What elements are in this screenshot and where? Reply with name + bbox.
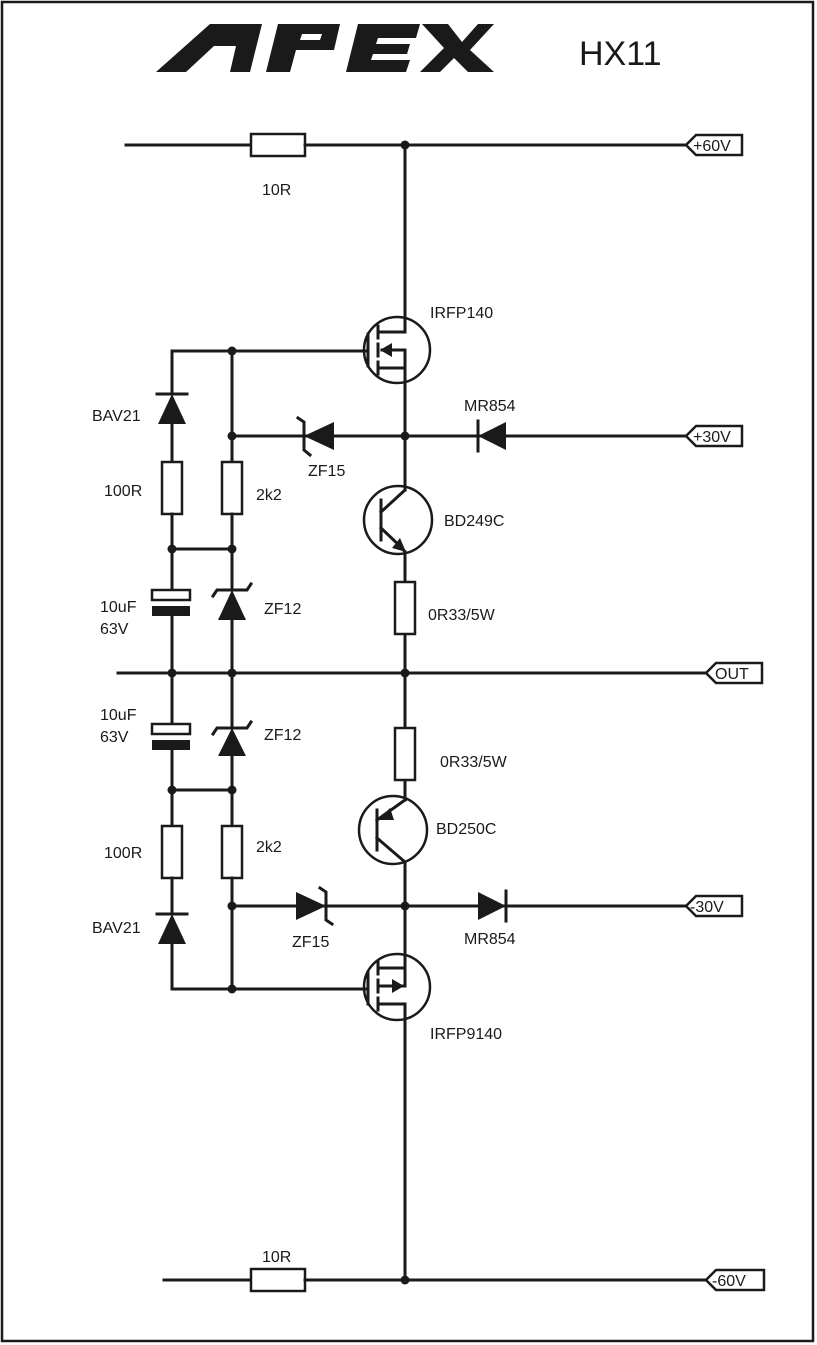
label-d-bav21-bottom: BAV21 [92,920,141,937]
label-z-zf12-bottom: ZF12 [264,727,301,744]
diode-mr854-bottom [478,889,508,923]
svg-text:+60V: +60V [693,138,731,155]
label-d-bav21-top: BAV21 [92,408,141,425]
transistor-bd250c [357,794,429,866]
junction [400,1275,410,1285]
resistor-0r33-bottom [393,726,417,782]
port-plus-30v: +30V [684,424,744,448]
resistor-2k2-bottom [220,824,244,880]
mosfet-irfp9140 [230,952,432,1022]
label-r-top: 10R [262,182,291,199]
diode-mr854-top [476,419,506,453]
svg-text:OUT: OUT [715,666,749,683]
junction [400,901,410,911]
label-re-top: 0R33/5W [428,607,496,624]
resistor-100r-top [160,460,184,516]
svg-text:-60V: -60V [712,1273,746,1290]
zener-zf12-top [210,581,254,620]
junction [400,140,410,150]
label-d-mr854-top: MR854 [464,398,516,415]
label-q-npn: BD249C [444,513,504,530]
port-out: OUT [704,661,764,685]
label-c-bottom-value: 10uF [100,707,137,724]
resistor-0r33-top [393,580,417,636]
junction [400,431,410,441]
apex-logo [156,24,494,72]
svg-text:+30V: +30V [693,429,731,446]
capacitor-10uf-bottom [150,722,192,750]
label-r-bottom: 10R [262,1249,291,1266]
junction [227,785,237,795]
svg-text:-30V: -30V [690,899,724,916]
label-re-bottom: 0R33/5W [440,754,508,771]
port-plus-60v: +60V [684,133,744,157]
port-minus-60v: -60V [704,1268,766,1292]
resistor-100r-bottom [160,824,184,880]
port-minus-30v: -30V [684,894,744,918]
label-r-2k2-bottom: 2k2 [256,839,282,856]
junction [227,544,237,554]
model-title: HX11 [579,35,662,73]
label-r-100r-bottom: 100R [104,845,142,862]
label-z-zf15-top: ZF15 [308,463,345,480]
capacitor-10uf-top [150,588,192,616]
resistor-10r-top [249,132,307,158]
label-d-mr854-bottom: MR854 [464,931,516,948]
diode-bav21-bottom [155,912,189,944]
label-r-2k2-top: 2k2 [256,487,282,504]
zener-zf15-top [295,415,334,458]
label-c-bottom-voltage: 63V [100,729,129,746]
label-q-pmos: IRFP9140 [430,1026,502,1043]
label-q-pnp: BD250C [436,821,496,838]
junction [400,668,410,678]
label-c-top-voltage: 63V [100,621,129,638]
zener-zf15-bottom [296,885,335,927]
zener-zf12-bottom [210,719,254,756]
mosfet-irfp140 [170,315,432,386]
diode-bav21-top [155,392,189,424]
label-z-zf15-bottom: ZF15 [292,934,329,951]
label-z-zf12-top: ZF12 [264,601,301,618]
resistor-2k2-top [220,460,244,516]
label-r-100r-top: 100R [104,483,142,500]
label-c-top-value: 10uF [100,599,137,616]
label-q-nmos: IRFP140 [430,305,493,322]
resistor-10r-bottom [249,1267,307,1293]
transistor-bd249c [362,484,434,556]
